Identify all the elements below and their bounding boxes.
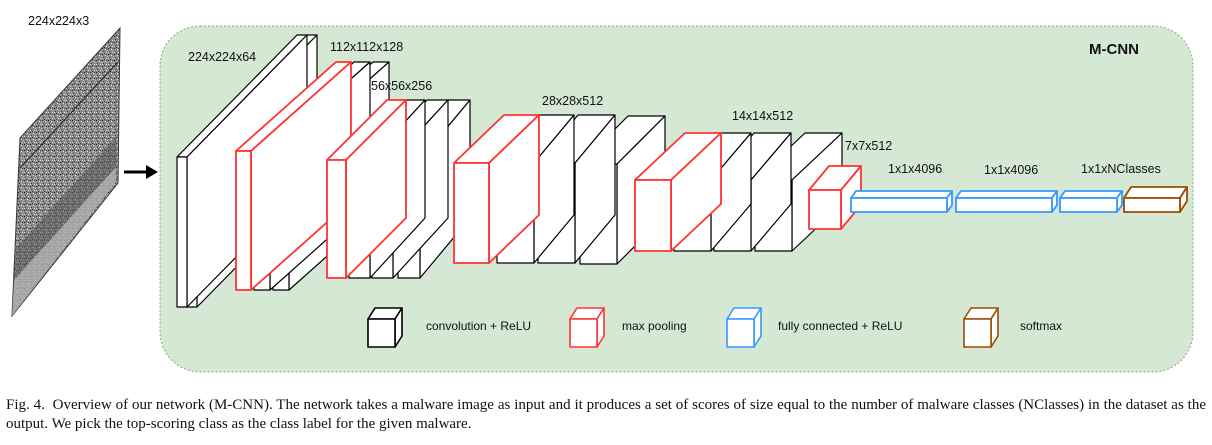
stage-labels: 224x224x64 112x112x128 56x56x256 28x28x512 1… (188, 40, 1161, 177)
stage-size-label: 14x14x512 (732, 109, 793, 123)
layer-fc (955, 190, 1058, 213)
arrow-icon (124, 165, 158, 179)
layer-pool (634, 132, 722, 252)
stage-size-label: 112x112x128 (330, 40, 403, 54)
layer-pool (235, 61, 352, 291)
network-title: M-CNN (1089, 41, 1139, 58)
stage-size-label: 28x28x512 (542, 94, 603, 108)
mcnn-diagram: 224x224x3 M-CNN 224x224x64 112x112x128 56x… (11, 14, 1194, 373)
layer-pool (808, 165, 862, 230)
caption-prefix: Fig. 4. (6, 397, 45, 413)
legend-pool-icon (569, 307, 605, 348)
legend-pool-label: max pooling (622, 319, 687, 333)
stage-size-label: 1x1x4096 (984, 163, 1038, 177)
legend-fc-icon (726, 307, 762, 348)
legend: convolution + ReLU max pooling fully conne… (367, 307, 1062, 348)
caption-text: Overview of our network (M-CNN). The net… (6, 397, 1206, 432)
stage-size-label: 224x224x64 (188, 50, 256, 64)
layer-pool (326, 99, 407, 279)
stage-size-label: 1x1x4096 (888, 162, 942, 176)
legend-conv-icon (367, 307, 403, 348)
legend-fc-label: fully connected + ReLU (778, 319, 902, 333)
figure-caption: Fig. 4. Overview of our network (M-CNN).… (6, 396, 1206, 434)
legend-conv-label: convolution + ReLU (426, 319, 531, 333)
layer-pool (453, 114, 540, 264)
stage-size-label: 1x1xNClasses (1081, 162, 1161, 176)
legend-softmax-label: softmax (1020, 319, 1062, 333)
input-malware-image (11, 26, 121, 318)
stage-size-label: 7x7x512 (845, 139, 892, 153)
layer-fc (850, 190, 953, 213)
input-size-label: 224x224x3 (28, 14, 89, 28)
legend-softmax-icon (963, 307, 999, 348)
layer-fc (1059, 190, 1123, 213)
network-layers (176, 34, 1188, 308)
layer-softmax (1123, 186, 1188, 213)
stage-size-label: 56x56x256 (371, 79, 432, 93)
